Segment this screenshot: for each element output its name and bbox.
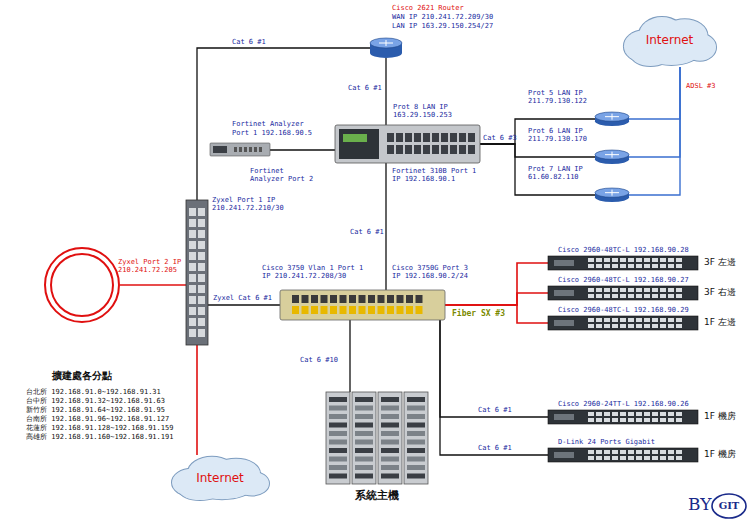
device-label: 系統主機: [322, 489, 432, 502]
cable-line: [445, 293, 548, 305]
cable-label: Cat 6 #3: [483, 134, 517, 142]
device-label: Prot 8 LAN IP 163.29.150.253: [393, 103, 458, 119]
zyxel-switch-outline: [186, 200, 208, 345]
access-switch-outline: [548, 256, 698, 270]
core-switch: Cisco 3750 Vlan 1 Port 1 IP 210.241.72.2…: [280, 290, 445, 320]
router-icon-outline: [370, 38, 402, 58]
server-rack: 系統主機: [322, 392, 432, 484]
cable-label: Fiber SX #3: [452, 309, 505, 318]
device-label: 1F 機房: [704, 411, 736, 421]
device-label: 花蓮所 192.168.91.128~192.168.91.159: [26, 424, 173, 432]
access-switch: Cisco 2960-48TC-L 192.168.90.283F 左邊: [548, 256, 698, 270]
device-label: 台北所 192.168.91.0~192.168.91.31: [26, 388, 161, 396]
device-label: WAN IP 210.241.72.209/30: [392, 13, 493, 21]
cable-line: [196, 345, 198, 455]
device-label: Prot 6 LAN IP 211.79.130.170: [528, 127, 593, 143]
cable-line: [440, 320, 548, 455]
watermark-logo: GIT: [712, 500, 746, 512]
internet-cloud: Internet: [622, 15, 717, 67]
cable-line: [349, 320, 350, 392]
server-rack-outline: [322, 392, 432, 484]
adsl-router: Prot 5 LAN IP 211.79.130.122: [595, 112, 629, 126]
device-label: Cisco 2621 Router: [392, 4, 464, 12]
device-label: Internet: [622, 33, 717, 47]
cable-label: Zyxel Cat 6 #1: [213, 294, 272, 302]
device-label: 高雄所 192.168.91.160~192.168.91.191: [26, 433, 173, 441]
device-label: 3F 右邊: [704, 287, 736, 297]
cable-label: Cat 6 #1: [350, 228, 384, 236]
cable-line: [629, 67, 680, 195]
cable-line: [385, 58, 386, 125]
device-label: 新竹所 192.168.91.64~192.168.91.95: [26, 406, 165, 414]
cable-line: [120, 284, 186, 286]
cable-line: [445, 305, 548, 323]
device-label: Cisco 2960-24TT-L 192.168.90.26: [558, 400, 689, 408]
device-label: Cisco 2960-48TC-L 192.168.90.29: [558, 306, 689, 314]
device-label: Cisco 3750 Vlan 1 Port 1 IP 210.241.72.2…: [262, 264, 374, 280]
access-switch: D-Link 24 Ports Gigabit1F 機房: [548, 448, 698, 462]
access-switch: Cisco 2960-48TC-L 192.168.90.291F 左邊: [548, 316, 698, 330]
device-label: 台南所 192.168.91.96~192.168.91.127: [26, 415, 169, 423]
device-label: 1F 機房: [704, 449, 736, 459]
device-label: Prot 7 LAN IP 61.60.82.110: [528, 165, 593, 181]
device-label: Fortinet 310B Port 1 IP 192.168.90.1: [392, 167, 483, 183]
cable-line: [440, 320, 548, 417]
cable-line: [208, 304, 280, 305]
cable-line: [385, 163, 386, 290]
cable-line: [480, 144, 595, 195]
adsl-router: Prot 7 LAN IP 61.60.82.110: [595, 188, 629, 202]
cable-line: [629, 67, 680, 119]
router-icon: Cisco 2621 RouterWAN IP 210.241.72.209/3…: [370, 38, 402, 58]
device-label: Port 1 192.168.90.5: [232, 129, 312, 137]
access-switch-outline: [548, 448, 698, 462]
device-label: Cisco 2960-48TC-L 192.168.90.28: [558, 246, 689, 254]
internet-cloud: Internet: [170, 455, 270, 501]
link-note: ADSL #3: [686, 82, 716, 90]
cable-line: [197, 48, 370, 200]
cable-label: Cat 6 #1: [478, 406, 512, 414]
adsl-router-outline: [595, 150, 629, 164]
cable-line: [480, 119, 595, 144]
cable-label: Cat 6 #1: [232, 38, 266, 46]
adsl-router-outline: [595, 112, 629, 126]
device-label: Cisco 3750G Port 3 IP 192.168.90.2/24: [392, 264, 472, 280]
cable-label: Cat 6 #10: [300, 356, 338, 364]
device-label: Cisco 2960-48TC-L 192.168.90.27: [558, 276, 689, 284]
analyzer-device-outline: [210, 143, 270, 156]
cable-label: Cat 6 #1: [348, 84, 382, 92]
device-label: D-Link 24 Ports Gigabit: [558, 438, 655, 446]
device-label: 1F 左邊: [704, 317, 736, 327]
analyzer-device: Fortinet AnalyzerPort 1 192.168.90.5: [210, 143, 270, 156]
logo-ring: [712, 494, 746, 518]
core-switch-outline: [280, 290, 445, 320]
cable-label: Cat 6 #1: [478, 444, 512, 452]
device-label: 擴建處各分點: [52, 370, 112, 382]
branch-ring: 擴建處各分點台北所 192.168.91.0~192.168.91.31台中所 …: [44, 247, 120, 323]
access-switch-outline: [548, 316, 698, 330]
device-label: Zyxel Port 1 IP 210.241.72.210/30: [212, 196, 286, 212]
watermark: BY: [688, 494, 711, 514]
adsl-router-outline: [595, 188, 629, 202]
device-label: LAN IP 163.29.150.254/27: [392, 22, 493, 30]
branch-ring-outline: [44, 247, 120, 323]
device-label: 台中所 192.168.91.32~192.168.91.63: [26, 397, 165, 405]
access-switch-outline: [548, 286, 698, 300]
access-switch-outline: [548, 410, 698, 424]
device-label: Prot 5 LAN IP 211.79.130.122: [528, 89, 593, 105]
cable-line: [270, 149, 335, 150]
device-label: Internet: [170, 471, 270, 485]
zyxel-switch: Zyxel Port 1 IP 210.241.72.210/30Zyxel P…: [186, 200, 208, 345]
cable-line: [629, 67, 680, 157]
access-switch: Cisco 2960-24TT-L 192.168.90.261F 機房: [548, 410, 698, 424]
device-label: Zyxel Port 2 IP 210.241.72.205: [118, 258, 183, 274]
firewall-device: Prot 8 LAN IP 163.29.150.253Fortinet Ana…: [335, 125, 480, 163]
access-switch: Cisco 2960-48TC-L 192.168.90.273F 右邊: [548, 286, 698, 300]
device-label: Fortinet Analyzer: [232, 120, 304, 128]
device-label: 3F 左邊: [704, 257, 736, 267]
firewall-device-outline: [335, 125, 480, 163]
cable-line: [480, 144, 595, 157]
device-label: Fortinet Analyzer Port 2: [250, 167, 320, 183]
adsl-router: Prot 6 LAN IP 211.79.130.170: [595, 150, 629, 164]
